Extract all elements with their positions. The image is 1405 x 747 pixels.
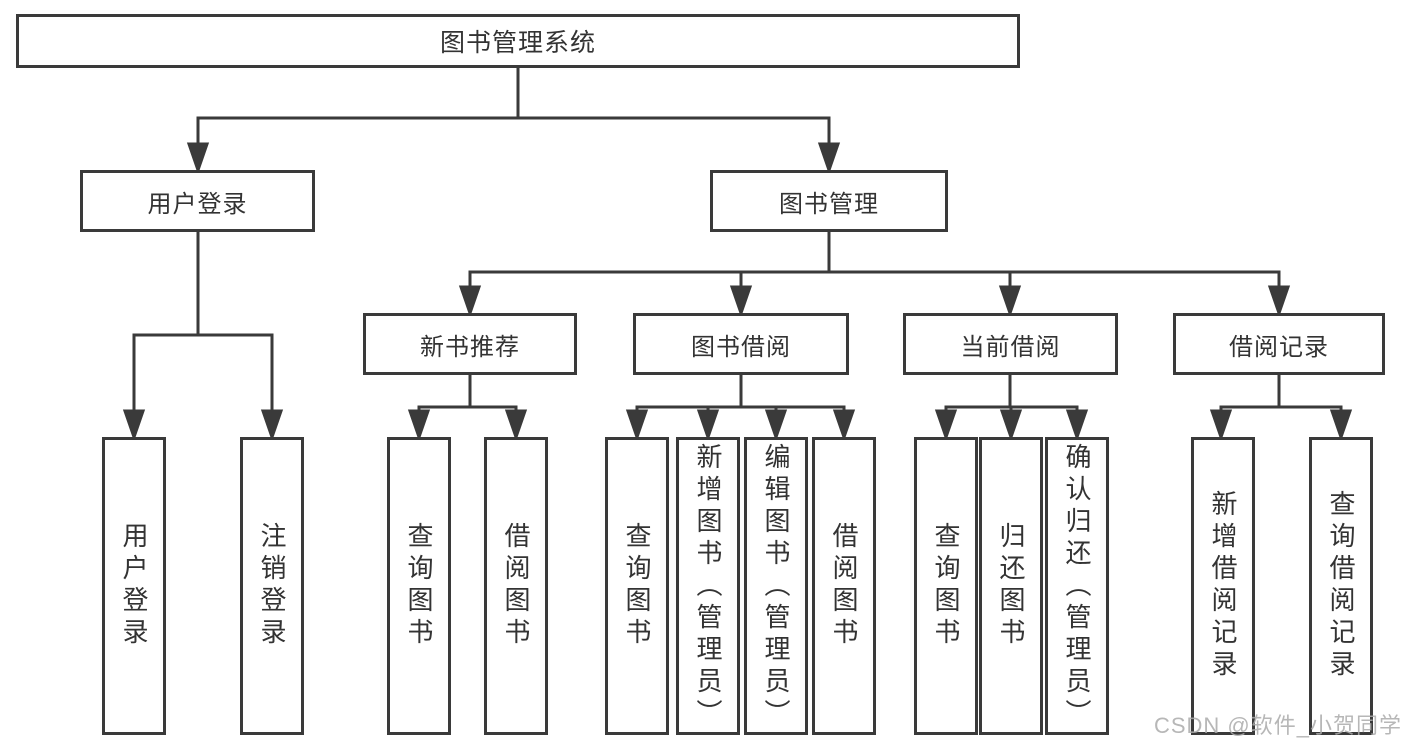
arrowhead: [504, 409, 528, 442]
arrowhead: [998, 285, 1022, 318]
arrowhead: [1209, 409, 1233, 442]
arrowhead: [1329, 409, 1353, 442]
arrowhead: [1065, 409, 1089, 442]
node-label: 新书推荐: [420, 333, 520, 361]
node-label: 查询图书: [931, 522, 961, 650]
node-user-login: 用户登录: [102, 437, 166, 735]
node-edit-book-admin: 编辑图书（管理员）: [744, 437, 808, 735]
node-label: 新增图书（管理员）: [693, 443, 723, 731]
node-label: 当前借阅: [960, 333, 1061, 361]
arrowhead: [729, 285, 753, 318]
node-label: 查询图书: [622, 522, 652, 650]
node-label: 编辑图书（管理员）: [761, 443, 791, 731]
node-query-borrow-record: 查询借阅记录: [1309, 437, 1373, 735]
node-label: 归还图书: [996, 522, 1026, 650]
arrowhead: [999, 409, 1023, 442]
node-query-books: 查询图书: [387, 437, 451, 735]
arrowhead: [817, 142, 841, 175]
node-new-book-recommendation: 新书推荐: [363, 313, 577, 375]
node-add-book-admin: 新增图书（管理员）: [676, 437, 740, 735]
node-label: 用户登录: [119, 522, 149, 650]
node-book-management: 图书管理: [710, 170, 948, 232]
node-label: 注销登录: [257, 522, 287, 650]
node-current-borrowing: 当前借阅: [903, 313, 1118, 375]
node-label: 新增借阅记录: [1208, 490, 1238, 682]
node-label: 图书管理系统: [439, 29, 596, 57]
node-label: 查询借阅记录: [1326, 490, 1356, 682]
node-add-borrow-record: 新增借阅记录: [1191, 437, 1255, 735]
node-book-borrowing: 图书借阅: [633, 313, 849, 375]
arrowhead: [934, 409, 958, 442]
node-query-books: 查询图书: [605, 437, 669, 735]
node-label: 图书借阅: [691, 333, 791, 361]
arrowhead: [122, 409, 146, 442]
node-confirm-return-admin: 确认归还（管理员）: [1045, 437, 1109, 735]
node-label: 用户登录: [147, 190, 248, 218]
node-label: 借阅图书: [501, 522, 531, 650]
node-label: 图书管理: [779, 190, 879, 218]
arrowhead: [1267, 285, 1291, 318]
arrowhead: [832, 409, 856, 442]
node-label: 借阅记录: [1229, 333, 1329, 361]
node-label: 借阅图书: [829, 522, 859, 650]
node-return-books: 归还图书: [979, 437, 1043, 735]
node-library-management-system: 图书管理系统: [16, 14, 1020, 68]
arrowhead: [696, 409, 720, 442]
node-borrow-books: 借阅图书: [812, 437, 876, 735]
node-label: 查询图书: [404, 522, 434, 650]
arrowhead: [764, 409, 788, 442]
node-query-books: 查询图书: [914, 437, 978, 735]
arrowhead: [407, 409, 431, 442]
watermark: CSDN @软件_小贺同学: [1153, 713, 1402, 738]
arrowhead: [260, 409, 284, 442]
arrowhead: [186, 142, 210, 175]
node-borrow-books: 借阅图书: [484, 437, 548, 735]
node-label: 确认归还（管理员）: [1062, 443, 1092, 731]
arrowhead: [625, 409, 649, 442]
arrowhead: [458, 285, 482, 318]
node-logout: 注销登录: [240, 437, 304, 735]
node-user-login-group: 用户登录: [80, 170, 315, 232]
node-borrow-records: 借阅记录: [1173, 313, 1385, 375]
